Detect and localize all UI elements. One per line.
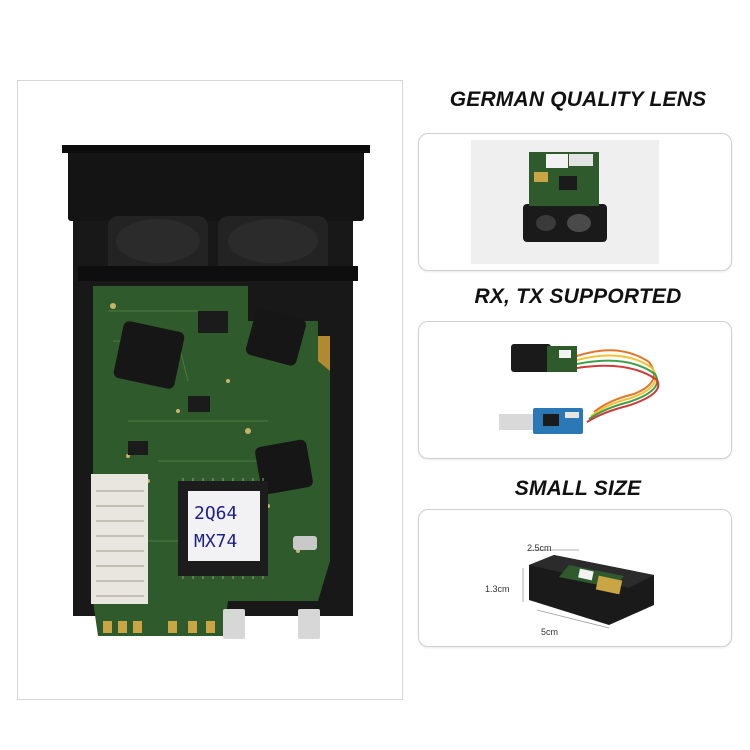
usb-adapter-photo	[499, 344, 660, 434]
size-module-photo	[522, 549, 654, 629]
feature-title-size: SMALL SIZE	[514, 477, 642, 500]
laser-module-photo: 2Q64 MX74	[62, 145, 370, 639]
product-photo-frame: 2Q64 MX74	[17, 80, 403, 700]
dimension-length-label: 5cm	[541, 627, 559, 637]
chip-marking-line1: 2Q64	[194, 503, 237, 524]
dimension-width-label: 2.5cm	[527, 543, 552, 553]
lens-module-photo	[471, 140, 659, 264]
feature-title-lens: GERMAN QUALITY LENS	[449, 88, 707, 111]
feature-title-rxtx: RX, TX SUPPORTED	[474, 285, 682, 308]
dimension-height-label: 1.3cm	[485, 584, 510, 594]
feature-card-lens	[418, 133, 732, 271]
feature-card-size: 2.5cm 1.3cm 5cm	[418, 509, 732, 647]
feature-card-rxtx	[418, 321, 732, 459]
chip-marking-line2: MX74	[194, 531, 237, 552]
